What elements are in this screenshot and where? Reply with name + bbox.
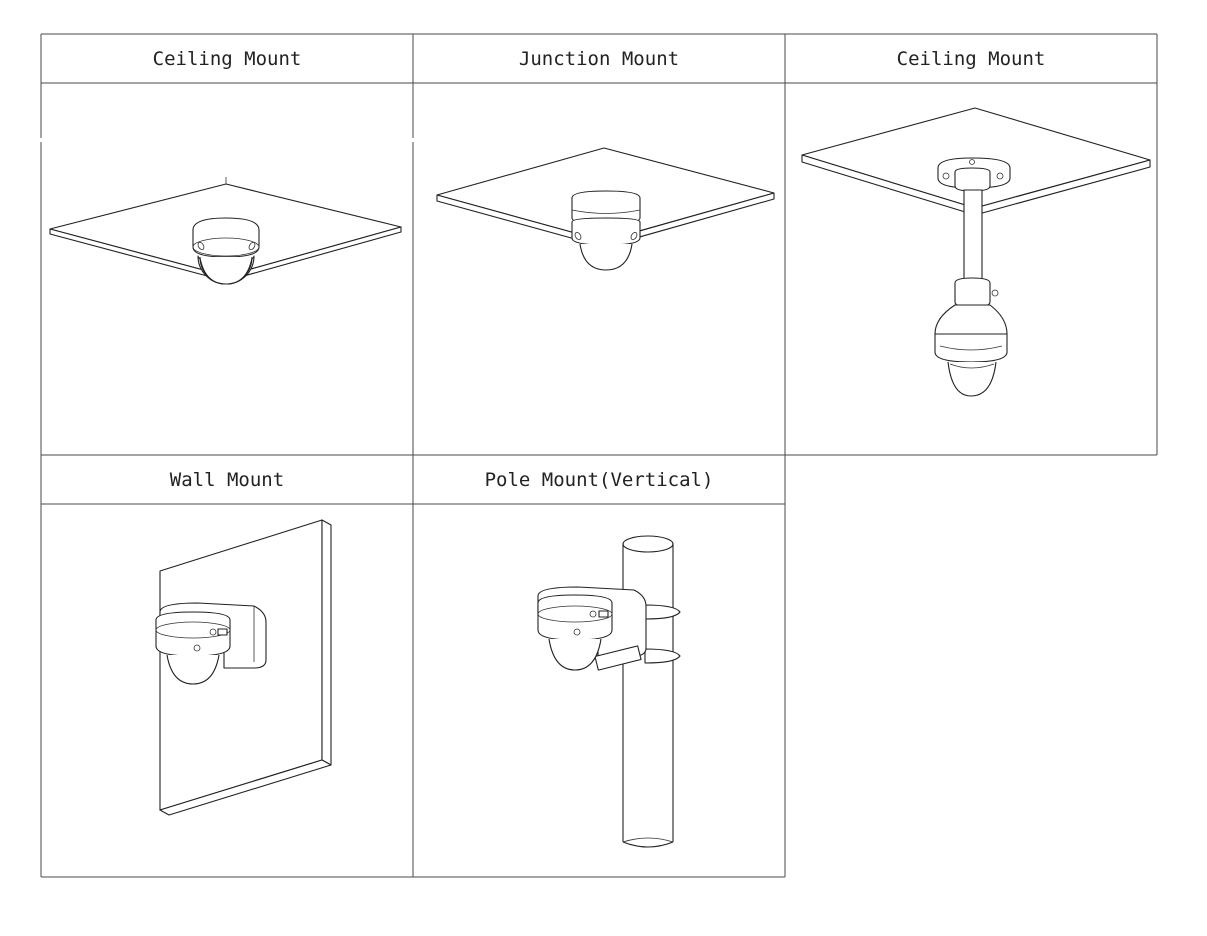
wall-mount-illustration <box>155 519 332 816</box>
dome-camera <box>537 594 613 671</box>
junction-mount-illustration <box>436 147 775 271</box>
ceiling-mount-illustration <box>49 177 402 285</box>
cell-label-junction-mount: Junction Mount <box>519 48 679 70</box>
cell-label-wall-mount: Wall Mount <box>170 469 284 491</box>
dome-camera <box>192 217 260 285</box>
pole <box>622 535 674 848</box>
pendant-adapter <box>934 277 1008 335</box>
dome-camera <box>934 333 1008 397</box>
pole-mount-illustration <box>537 535 681 848</box>
pendant-pole <box>963 189 983 283</box>
pole-clamps <box>644 604 681 664</box>
ceiling-pendant-mount-illustration <box>801 107 1151 397</box>
cell-label-ceiling-mount-1: Ceiling Mount <box>153 48 302 70</box>
dome-camera <box>571 217 641 271</box>
cell-label-ceiling-mount-2: Ceiling Mount <box>897 48 1046 70</box>
cell-label-pole-mount-vertical: Pole Mount(Vertical) <box>485 469 714 491</box>
table-grid <box>40 33 1158 878</box>
mount-bracket <box>937 157 1011 192</box>
dome-camera <box>155 611 231 685</box>
